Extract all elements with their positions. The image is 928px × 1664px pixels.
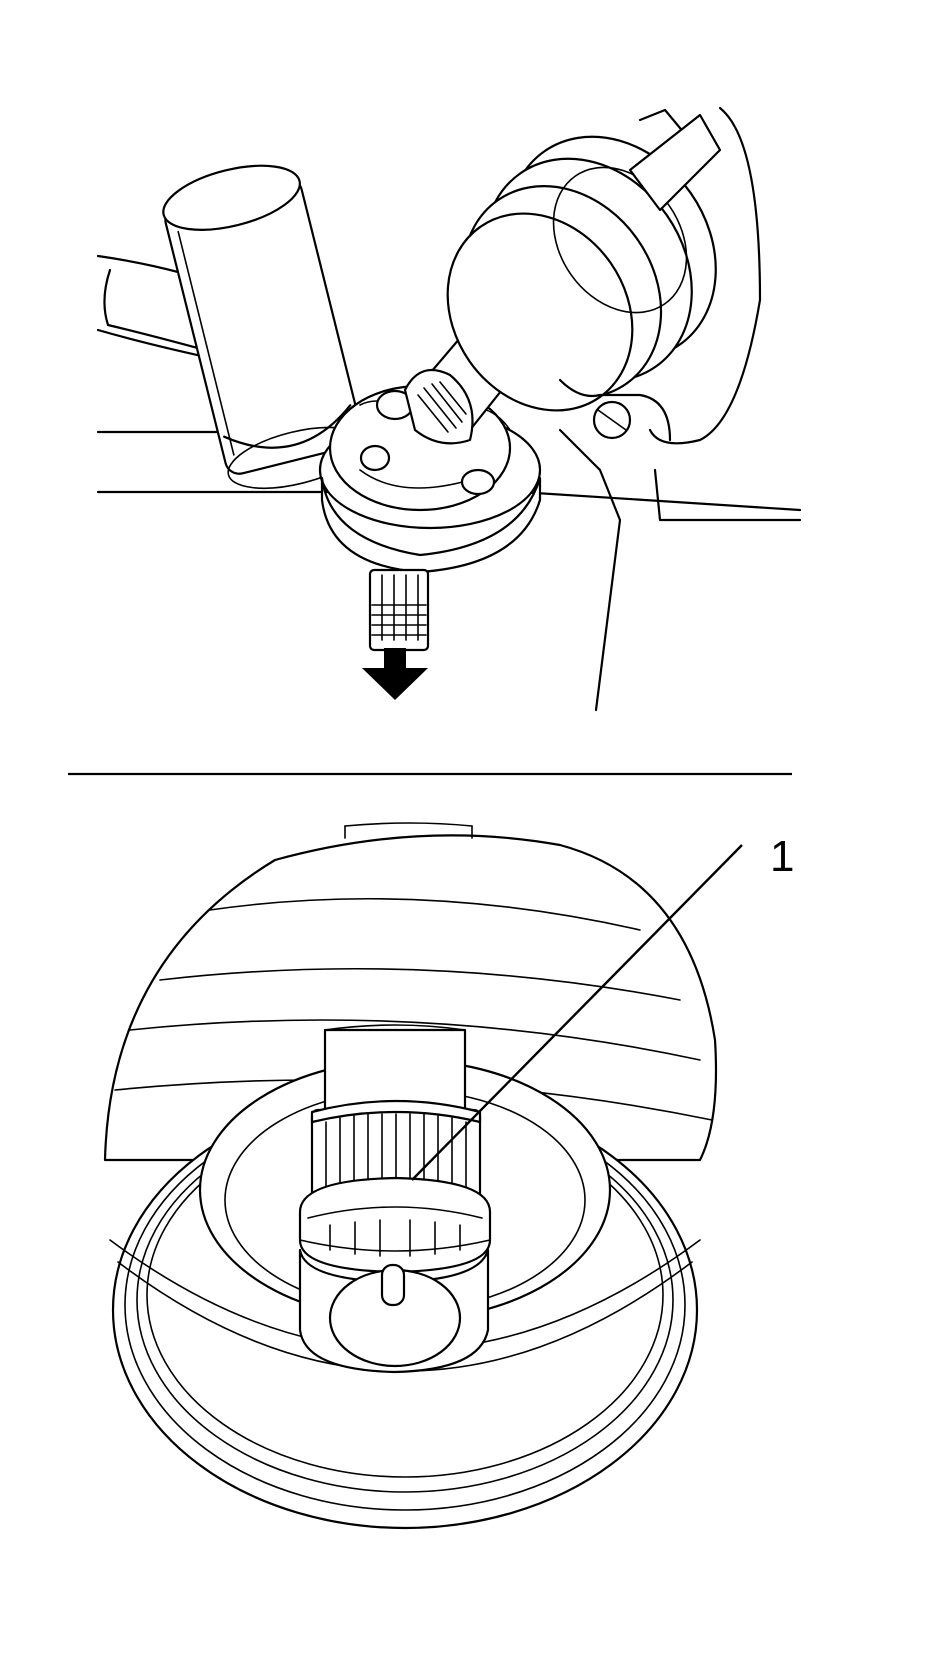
steering-knuckle [558, 106, 762, 445]
callout-number-1: 1 [770, 832, 795, 881]
down-arrow-icon [362, 648, 428, 700]
top-illustration-hammer-removal [96, 106, 802, 712]
bottom-illustration-retaining-ring [103, 822, 743, 1530]
boot-bellows [446, 113, 722, 412]
stub-shaft [368, 568, 430, 652]
hammer [162, 164, 366, 490]
callout-leader-line [411, 844, 743, 1181]
retaining-ring [298, 1176, 492, 1274]
mounting-frame [96, 428, 802, 712]
shaft-face [298, 1248, 490, 1374]
